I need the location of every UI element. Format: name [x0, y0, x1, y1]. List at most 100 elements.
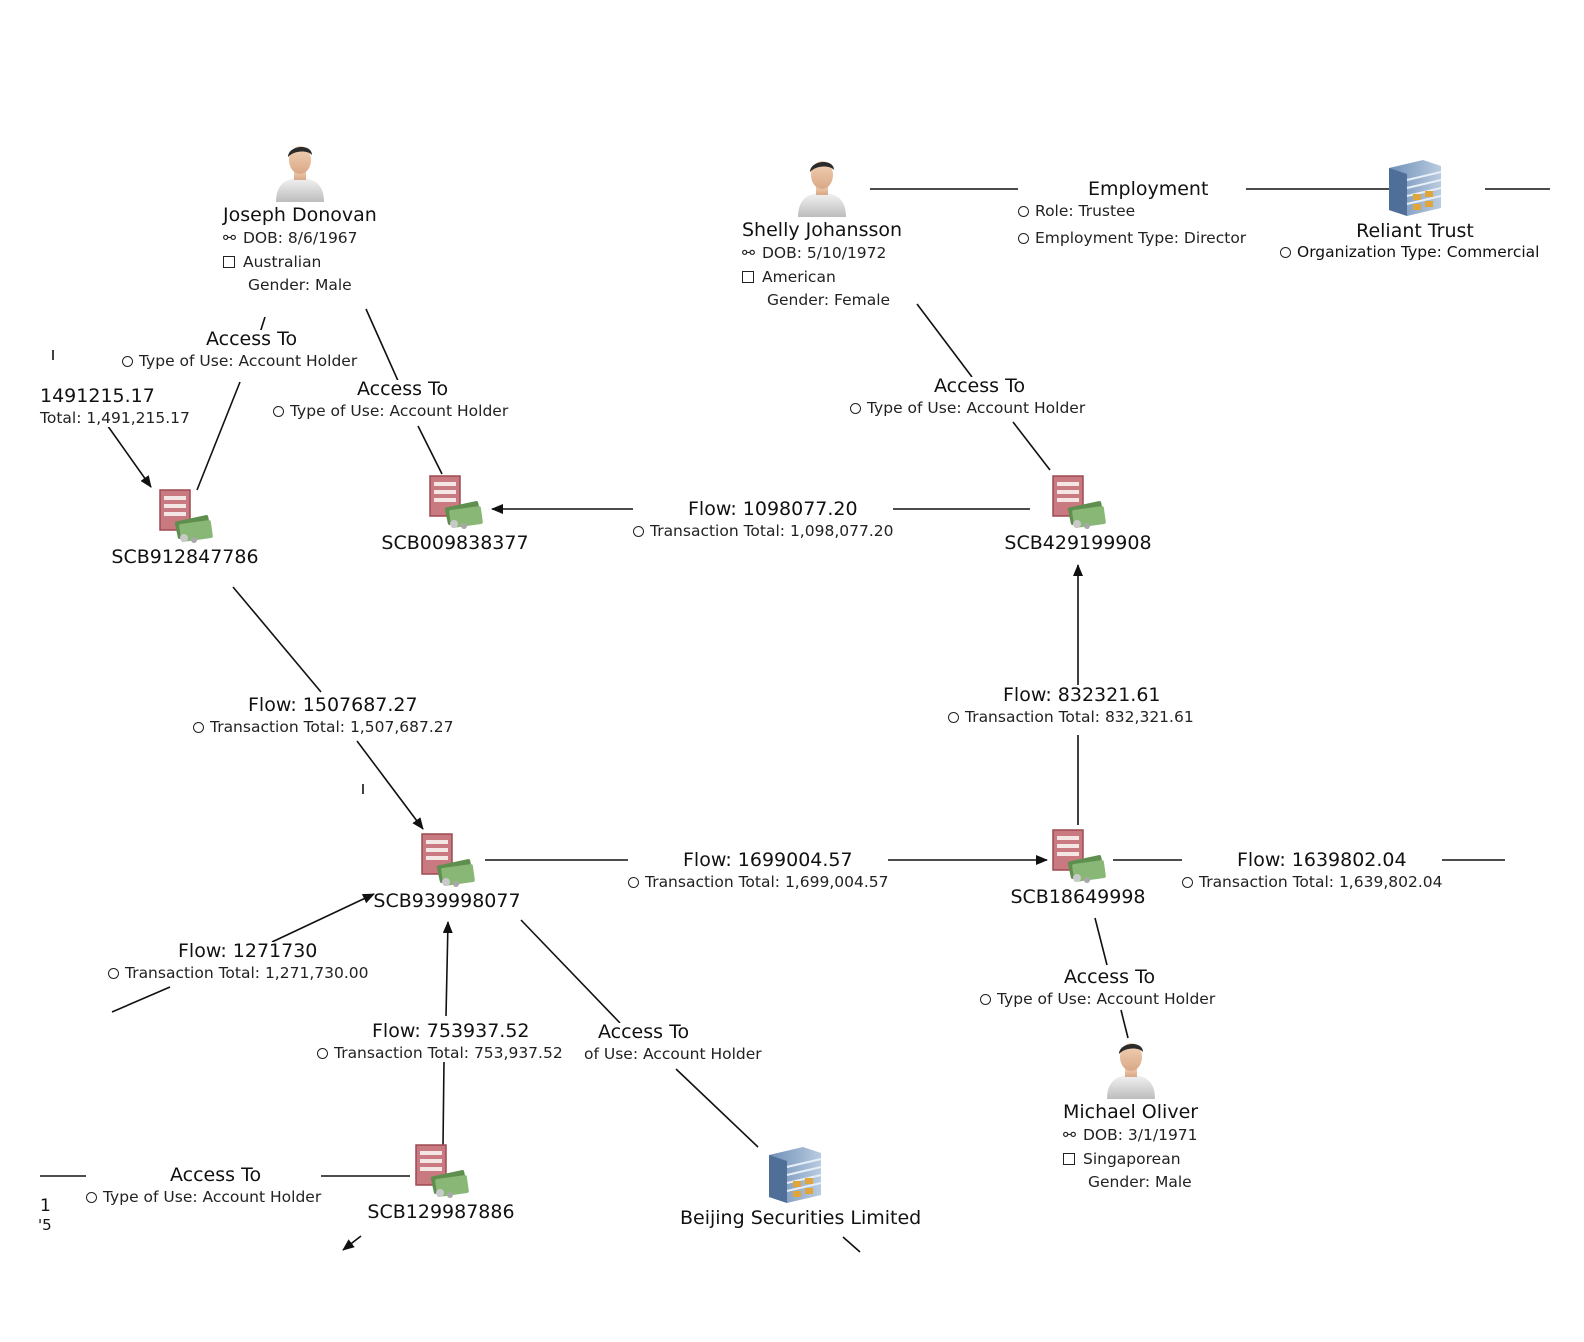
account-id: SCB429199908 — [1004, 532, 1152, 554]
person-gender: Gender: Male — [248, 276, 352, 294]
person-dob: DOB: 5/10/1972 — [762, 244, 887, 262]
person-icon — [1106, 1043, 1155, 1099]
organization-name: Beijing Securities Limited — [680, 1207, 922, 1229]
person-dob: DOB: 3/1/1971 — [1083, 1126, 1198, 1144]
link-label-access-shelly-429[interactable]: Access To Type of Use: Account Holder — [850, 375, 1086, 417]
bank-account-icon — [1052, 475, 1106, 529]
link-attribute: Transaction Total: 1,507,687.27 — [210, 718, 454, 736]
account-node-scb429199908[interactable]: SCB429199908 — [1003, 474, 1153, 553]
link-title: Access To — [170, 1164, 262, 1186]
person-node-michael-oliver[interactable]: Michael Oliver ⚯ DOB: 3/1/1971 Singaporea… — [1063, 1037, 1198, 1191]
person-nationality: Australian — [243, 252, 322, 271]
bank-account-icon — [1052, 829, 1106, 883]
organization-name: Reliant Trust — [1356, 220, 1474, 242]
person-name: Shelly Johansson — [742, 219, 903, 241]
nationality-icon — [223, 255, 235, 268]
account-id: SCB009838377 — [381, 532, 529, 554]
link-title: Flow: 832321.61 — [1003, 684, 1161, 706]
dob-icon: ⚯ — [223, 229, 236, 247]
link-attribute: Transaction Total: 1,639,802.04 — [1199, 873, 1443, 891]
link-title: Flow: 1699004.57 — [683, 849, 853, 871]
link-attribute: Role: Trustee — [1035, 202, 1136, 220]
person-node-joseph-donovan[interactable]: Joseph Donovan ⚯DOB: 8/6/1967 Australian… — [223, 140, 377, 294]
bank-account-icon — [421, 833, 475, 887]
attribute-circle-icon — [273, 406, 284, 417]
attribute-circle-icon — [948, 712, 959, 723]
link-title: Flow: 753937.52 — [372, 1020, 530, 1042]
attribute-circle-icon — [122, 356, 133, 367]
link-label-flow-1491215[interactable]: 1491215.17 Total: 1,491,215.17 — [40, 387, 190, 427]
link-attribute: of Use: Account Holder — [584, 1045, 762, 1063]
link-label-access-129[interactable]: Access To Type of Use: Account Holder — [86, 1164, 322, 1206]
link-title: Access To — [934, 375, 1026, 397]
link-attribute: Type of Use: Account Holder — [290, 402, 509, 420]
link-label-employment[interactable]: Employment Role: Trustee Employment Type… — [1018, 178, 1247, 247]
link-attribute: Type of Use: Account Holder — [139, 352, 358, 370]
link-label-access-joseph-009[interactable]: Access To Type of Use: Account Holder — [273, 378, 509, 420]
link-label-access-186-michael[interactable]: Access To Type of Use: Account Holder — [980, 968, 1216, 1008]
link-attribute: Type of Use: Account Holder — [997, 990, 1216, 1008]
clipped-text-fragment: 1 — [40, 1196, 51, 1216]
attribute-circle-icon — [1018, 206, 1029, 217]
person-node-shelly-johansson[interactable]: Shelly Johansson ⚯ DOB: 5/10/1972 America… — [742, 155, 902, 309]
link-title: Access To — [206, 328, 298, 350]
bank-account-icon — [429, 475, 483, 529]
nationality-icon — [1063, 1152, 1075, 1165]
building-icon — [769, 1147, 822, 1203]
account-node-scb129987886[interactable]: SCB129987886 — [366, 1143, 516, 1222]
account-node-scb18649998[interactable]: SCB18649998 — [1003, 828, 1153, 907]
link-label-flow-1507687[interactable]: Flow: 1507687.27 Transaction Total: 1,50… — [193, 694, 454, 736]
link-attribute: Transaction Total: 1,271,730.00 — [125, 964, 369, 982]
person-dob: DOB: 8/6/1967 — [243, 229, 358, 247]
link-label-flow-1639802[interactable]: Flow: 1639802.04 Transaction Total: 1,63… — [1182, 849, 1443, 891]
building-icon — [1389, 160, 1442, 216]
link-label-flow-832321[interactable]: Flow: 832321.61 Transaction Total: 832,3… — [948, 686, 1194, 726]
link-label-access-joseph-912[interactable]: Access To Type of Use: Account Holder — [122, 328, 358, 370]
account-id: SCB18649998 — [1010, 886, 1146, 908]
attribute-circle-icon — [1280, 247, 1291, 258]
link-title: Flow: 1639802.04 — [1237, 849, 1407, 871]
link-attribute: Transaction Total: 832,321.61 — [965, 708, 1194, 726]
link-title: Employment — [1088, 178, 1209, 200]
organization-type: Organization Type: Commercial — [1297, 243, 1540, 261]
person-gender: Gender: Male — [1088, 1173, 1192, 1191]
link-label-flow-1098077[interactable]: Flow: 1098077.20 Transaction Total: 1,09… — [633, 498, 894, 540]
attribute-circle-icon — [633, 526, 644, 537]
link-label-access-939-beijing[interactable]: Access To of Use: Account Holder — [584, 1023, 762, 1063]
link-attribute: Type of Use: Account Holder — [867, 399, 1086, 417]
person-icon — [798, 161, 847, 217]
link-attribute: Total: 1,491,215.17 — [40, 409, 190, 427]
attribute-circle-icon — [193, 722, 204, 733]
link-attribute: Employment Type: Director — [1035, 228, 1247, 247]
person-name: Michael Oliver — [1063, 1101, 1199, 1123]
person-nationality: American — [762, 267, 836, 286]
link-label-flow-1271730[interactable]: Flow: 1271730 Transaction Total: 1,271,7… — [108, 940, 369, 982]
account-node-scb009838377[interactable]: SCB009838377 — [380, 474, 530, 553]
account-node-scb939998077[interactable]: SCB939998077 — [372, 832, 522, 911]
person-nationality: Singaporean — [1083, 1149, 1181, 1168]
link-title: Flow: 1271730 — [178, 940, 318, 962]
person-icon — [275, 146, 324, 202]
link-attribute: Transaction Total: 1,699,004.57 — [645, 873, 889, 891]
link-title: Flow: 1507687.27 — [248, 694, 418, 716]
person-gender: Gender: Female — [767, 291, 891, 309]
link-title: 1491215.17 — [40, 385, 155, 407]
link-label-flow-753937[interactable]: Flow: 753937.52 Transaction Total: 753,9… — [317, 1022, 563, 1062]
organization-node-reliant-trust[interactable]: Reliant Trust Organization Type: Commerc… — [1280, 158, 1550, 261]
nationality-icon — [742, 270, 754, 283]
link-title: Access To — [598, 1021, 690, 1043]
link-label-flow-1699004[interactable]: Flow: 1699004.57 Transaction Total: 1,69… — [628, 849, 889, 891]
attribute-circle-icon — [317, 1048, 328, 1059]
attribute-circle-icon — [86, 1192, 97, 1203]
dob-icon: ⚯ — [742, 244, 755, 262]
link-attribute: Type of Use: Account Holder — [103, 1188, 322, 1206]
attribute-circle-icon — [628, 877, 639, 888]
link-title: Flow: 1098077.20 — [688, 498, 858, 520]
link-title: Access To — [357, 378, 449, 400]
account-node-scb912847786[interactable]: SCB912847786 — [110, 488, 260, 567]
attribute-circle-icon — [1018, 232, 1029, 244]
organization-node-beijing-securities[interactable]: Beijing Securities Limited — [680, 1145, 922, 1229]
link-attribute: Transaction Total: 1,098,077.20 — [650, 522, 894, 540]
dob-icon: ⚯ — [1063, 1126, 1076, 1144]
account-id: SCB129987886 — [367, 1201, 515, 1223]
